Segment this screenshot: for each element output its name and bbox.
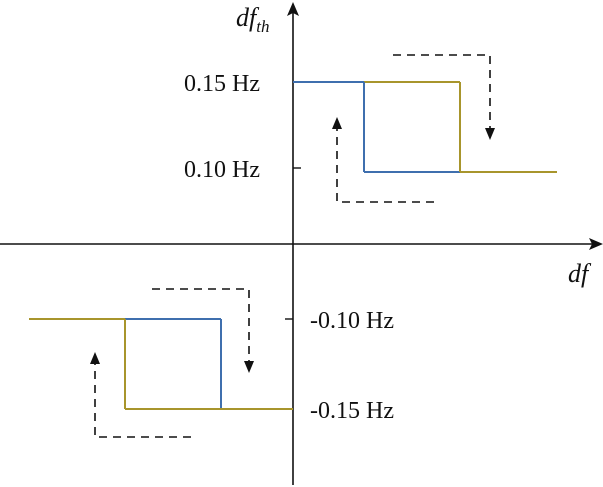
upper-arrow-up-icon xyxy=(332,117,342,129)
lower-arrow-down-icon xyxy=(244,361,254,373)
upper-dashed-increase-path xyxy=(393,54,491,132)
y-axis-arrowhead-icon xyxy=(287,2,299,16)
lower-arrow-up-icon xyxy=(90,352,100,364)
upper-dashed-decrease-path xyxy=(336,126,434,203)
y-axis-label: dfth xyxy=(236,3,269,36)
tick-label-neg-0.10: -0.10 Hz xyxy=(310,308,394,334)
tick-label-neg-0.15: -0.15 Hz xyxy=(310,398,394,424)
lower-dashed-decrease-path xyxy=(152,288,250,364)
x-axis-arrowhead-icon xyxy=(589,238,603,250)
tick-label-0.15: 0.15 Hz xyxy=(184,71,260,97)
x-axis-label: df xyxy=(568,259,592,288)
tick-label-0.10: 0.10 Hz xyxy=(184,157,260,183)
lower-dashed-increase-path xyxy=(94,362,191,438)
upper-arrow-down-icon xyxy=(485,128,495,140)
